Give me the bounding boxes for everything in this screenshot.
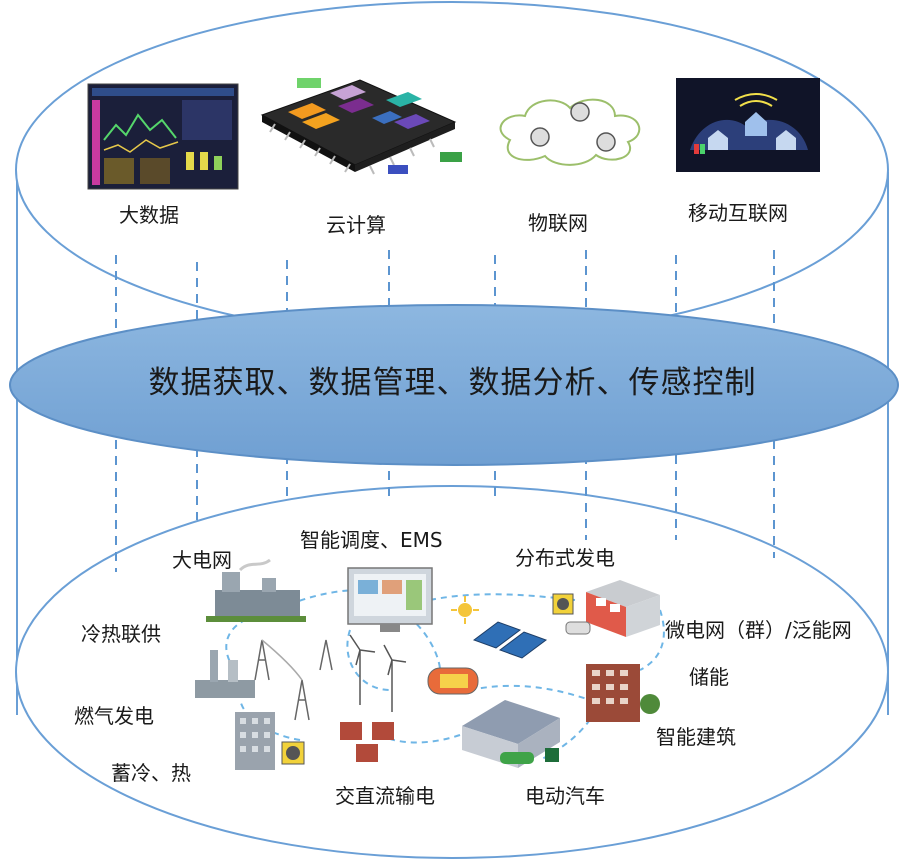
dashboard-screen-icon bbox=[87, 83, 239, 190]
label-mobile-internet: 移动互联网 bbox=[688, 201, 788, 225]
house-cluster-icon bbox=[340, 722, 394, 762]
sun-icon bbox=[451, 596, 479, 624]
label-gas-power: 燃气发电 bbox=[74, 704, 154, 728]
label-electric-vehicle: 电动汽车 bbox=[525, 784, 605, 808]
battery-storage-icon bbox=[427, 667, 479, 695]
wind-turbine-icon bbox=[349, 634, 407, 712]
office-tower-icon bbox=[235, 712, 305, 770]
distributed-generation-icon bbox=[552, 580, 660, 637]
label-energy-storage: 储能 bbox=[689, 665, 729, 689]
label-big-data: 大数据 bbox=[119, 203, 179, 227]
ev-house-icon bbox=[462, 700, 560, 768]
label-cloud-computing: 云计算 bbox=[326, 213, 386, 237]
transmission-tower-icon bbox=[254, 639, 333, 721]
solar-panel-icon bbox=[472, 621, 548, 659]
label-acdc-transmission: 交直流输电 bbox=[335, 784, 435, 808]
label-cold-heat-storage: 蓄冷、热 bbox=[111, 761, 191, 785]
middle-layer-label: 数据获取、数据管理、数据分析、传感控制 bbox=[148, 365, 757, 401]
mobile-network-icon bbox=[676, 78, 820, 172]
network-cloud-icon bbox=[499, 98, 641, 166]
label-iot: 物联网 bbox=[528, 211, 588, 235]
label-combined-cooling-heating: 冷热联供 bbox=[81, 622, 161, 646]
chip-icon bbox=[260, 78, 462, 175]
upper-dashed-connectors bbox=[115, 250, 775, 335]
label-microgrid: 微电网（群）/泛能网 bbox=[665, 618, 852, 642]
power-plant-icon bbox=[206, 558, 306, 622]
smart-building-icon bbox=[586, 664, 660, 722]
label-smart-building: 智能建筑 bbox=[656, 725, 736, 749]
gas-plant-icon bbox=[195, 650, 255, 698]
label-dispatch-ems: 智能调度、EMS bbox=[300, 528, 443, 552]
label-large-grid: 大电网 bbox=[172, 548, 232, 572]
middle-layer-ellipse bbox=[9, 304, 899, 466]
label-distributed-generation: 分布式发电 bbox=[515, 546, 615, 570]
dispatch-screen-icon bbox=[347, 567, 433, 632]
